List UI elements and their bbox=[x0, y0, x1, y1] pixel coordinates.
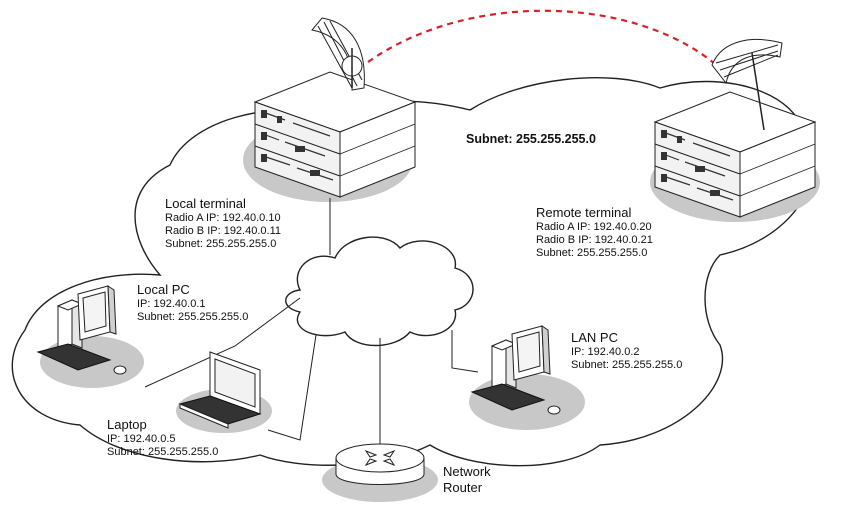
laptop-subnet: Subnet: 255.255.255.0 bbox=[107, 446, 219, 458]
router-line1: Network bbox=[443, 464, 491, 479]
laptop-ip: IP: 192.40.0.5 bbox=[107, 433, 176, 445]
local-pc-label: Local PC IP: 192.40.0.1 Subnet: 255.255.… bbox=[137, 282, 248, 324]
router-line2: Router bbox=[443, 480, 483, 495]
lan-pc-label: LAN PC IP: 192.40.0.2 Subnet: 255.255.25… bbox=[571, 330, 682, 372]
laptop-icon bbox=[178, 351, 262, 429]
router-icon bbox=[335, 443, 425, 485]
remote-antenna-icon bbox=[711, 38, 783, 131]
local-antenna-icon bbox=[311, 17, 365, 91]
remote-terminal-subnet: Subnet: 255.255.255.0 bbox=[536, 247, 648, 259]
local-terminal-subnet: Subnet: 255.255.255.0 bbox=[165, 238, 277, 250]
local-terminal-title: Local terminal bbox=[165, 196, 246, 211]
lan-pc-title: LAN PC bbox=[571, 330, 618, 345]
subnet-label: Subnet: 255.255.255.0 bbox=[466, 132, 596, 146]
lan-cloud bbox=[285, 236, 474, 347]
remote-terminal-radio-b: Radio B IP: 192.40.0.21 bbox=[536, 234, 653, 246]
remote-terminal-title: Remote terminal bbox=[536, 205, 632, 220]
local-pc-ip: IP: 192.40.0.1 bbox=[137, 298, 206, 310]
lan-pc-ip: IP: 192.40.0.2 bbox=[571, 346, 640, 358]
laptop-title: Laptop bbox=[107, 417, 147, 432]
radio-link bbox=[367, 9, 723, 71]
remote-terminal-radio-a: Radio A IP: 192.40.0.20 bbox=[536, 221, 652, 233]
connection-lines bbox=[144, 198, 479, 458]
local-pc-title: Local PC bbox=[137, 282, 190, 297]
remote-terminal-label: Remote terminal Radio A IP: 192.40.0.20 … bbox=[536, 205, 653, 260]
local-terminal-radio-a: Radio A IP: 192.40.0.10 bbox=[165, 212, 281, 224]
local-pc-subnet: Subnet: 255.255.255.0 bbox=[137, 311, 249, 323]
router-label: Network Router bbox=[443, 464, 491, 496]
lan-pc-subnet: Subnet: 255.255.255.0 bbox=[571, 359, 683, 371]
local-terminal-radio-b: Radio B IP: 192.40.0.11 bbox=[165, 225, 281, 237]
laptop-label: Laptop IP: 192.40.0.5 Subnet: 255.255.25… bbox=[107, 417, 218, 459]
local-terminal-label: Local terminal Radio A IP: 192.40.0.10 R… bbox=[165, 196, 281, 251]
